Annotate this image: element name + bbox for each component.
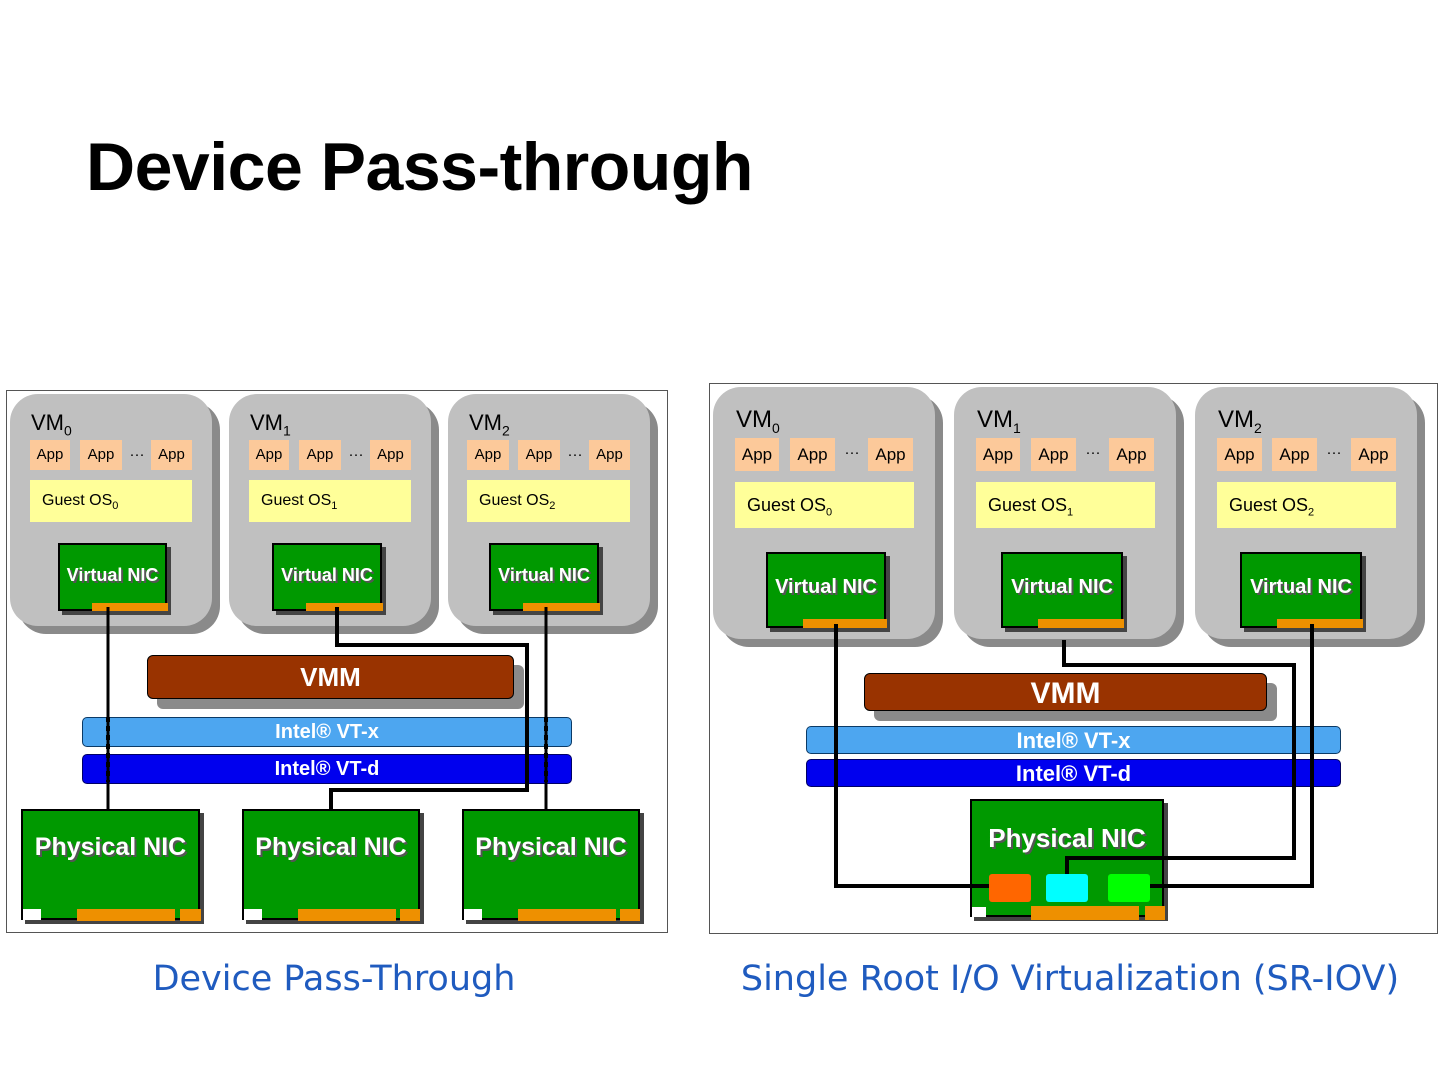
- left-vmm-layer: VMM: [147, 655, 514, 699]
- left-vm2-guest-os: Guest OS2: [467, 480, 630, 522]
- left-physical-nic-2: Physical NIC: [242, 809, 420, 920]
- right-vm1-ellipsis: ···: [1085, 444, 1101, 461]
- left-vm2-app-3: App: [589, 440, 630, 470]
- left-vm0-app-3: App: [151, 440, 192, 470]
- right-vm0-app-1: App: [735, 438, 779, 471]
- right-vm1-app-3: App: [1109, 438, 1154, 471]
- right-physical-nic-connector-tab: [1145, 906, 1165, 920]
- left-physical-nic-1: Physical NIC: [21, 809, 200, 920]
- slide-title: Device Pass-through: [86, 129, 753, 205]
- left-vm2-virtual-nic: Virtual NIC: [489, 543, 599, 611]
- right-caption: Single Root I/O Virtualization (SR-IOV): [740, 959, 1400, 999]
- right-vm1-virtual-nic: Virtual NIC: [1001, 552, 1123, 628]
- right-vm0-guest-os: Guest OS0: [735, 482, 914, 528]
- right-vm0-app-2: App: [790, 438, 835, 471]
- right-vm0-nic-connector: [803, 619, 887, 628]
- left-vm2-ellipsis: ···: [567, 446, 583, 463]
- left-vm0-ellipsis: ···: [129, 446, 145, 463]
- left-vt-x-layer: Intel® VT-x: [82, 717, 572, 747]
- left-physical-nic-1-notch: [23, 909, 41, 920]
- left-vm0-label: VM0: [31, 410, 72, 439]
- left-vm2-label: VM2: [469, 410, 510, 439]
- left-vm1-ellipsis: ···: [348, 446, 364, 463]
- right-vm0-virtual-nic: Virtual NIC: [766, 552, 886, 628]
- virtual-function-0: [989, 874, 1031, 902]
- left-caption: Device Pass-Through: [152, 959, 516, 999]
- left-physical-nic-2-connector: [298, 909, 396, 921]
- right-vm1-guest-os: Guest OS1: [976, 482, 1155, 528]
- right-vt-x-layer: Intel® VT-x: [806, 726, 1341, 754]
- right-physical-nic-connector: [1031, 906, 1139, 920]
- left-vm0-app-1: App: [30, 440, 70, 470]
- virtual-function-1: [1046, 874, 1088, 902]
- left-physical-nic-3-connector-tab: [620, 909, 640, 921]
- right-vm1-app-1: App: [976, 438, 1020, 471]
- left-vm0-guest-os: Guest OS0: [30, 480, 192, 522]
- left-vm0-app-2: App: [80, 440, 122, 470]
- right-vm1-label: VM1: [977, 406, 1021, 436]
- left-vm1-app-3: App: [370, 440, 411, 470]
- left-vt-d-layer: Intel® VT-d: [82, 754, 572, 784]
- left-vm0-virtual-nic: Virtual NIC: [58, 543, 167, 611]
- left-vm1-guest-os: Guest OS1: [249, 480, 411, 522]
- virtual-function-2: [1108, 874, 1150, 902]
- left-physical-nic-3-notch: [464, 909, 482, 920]
- right-vm2-app-3: App: [1351, 438, 1396, 471]
- left-vm1-label: VM1: [250, 410, 291, 439]
- left-physical-nic-1-connector: [77, 909, 175, 921]
- right-vm0-label: VM0: [736, 406, 780, 436]
- left-vm2-app-1: App: [467, 440, 509, 470]
- left-vm2-app-2: App: [518, 440, 560, 470]
- left-vm2-nic-connector: [523, 603, 600, 611]
- left-physical-nic-1-connector-tab: [180, 909, 201, 921]
- left-physical-nic-3: Physical NIC: [462, 809, 640, 920]
- right-vm2-guest-os: Guest OS2: [1217, 482, 1396, 528]
- right-vm2-app-2: App: [1272, 438, 1317, 471]
- right-vt-d-layer: Intel® VT-d: [806, 759, 1341, 787]
- right-vm2-virtual-nic: Virtual NIC: [1240, 552, 1362, 628]
- right-vm2-ellipsis: ···: [1326, 444, 1342, 461]
- right-vm2-label: VM2: [1218, 406, 1262, 436]
- right-vm0-ellipsis: ···: [844, 444, 860, 461]
- left-physical-nic-3-connector: [518, 909, 616, 921]
- left-vm1-app-2: App: [299, 440, 341, 470]
- right-vm1-nic-connector: [1038, 619, 1124, 628]
- right-vm1-app-2: App: [1031, 438, 1076, 471]
- left-vm1-nic-connector: [306, 603, 383, 611]
- left-vm0-nic-connector: [92, 603, 168, 611]
- left-physical-nic-2-connector-tab: [400, 909, 420, 921]
- left-physical-nic-2-notch: [244, 909, 262, 920]
- right-vm2-app-1: App: [1217, 438, 1262, 471]
- left-vm1-app-1: App: [249, 440, 289, 470]
- right-vmm-layer: VMM: [864, 673, 1267, 711]
- right-vm2-nic-connector: [1277, 619, 1363, 628]
- right-vm0-app-3: App: [868, 438, 913, 471]
- left-vm1-virtual-nic: Virtual NIC: [272, 543, 382, 611]
- right-physical-nic-notch: [972, 907, 986, 917]
